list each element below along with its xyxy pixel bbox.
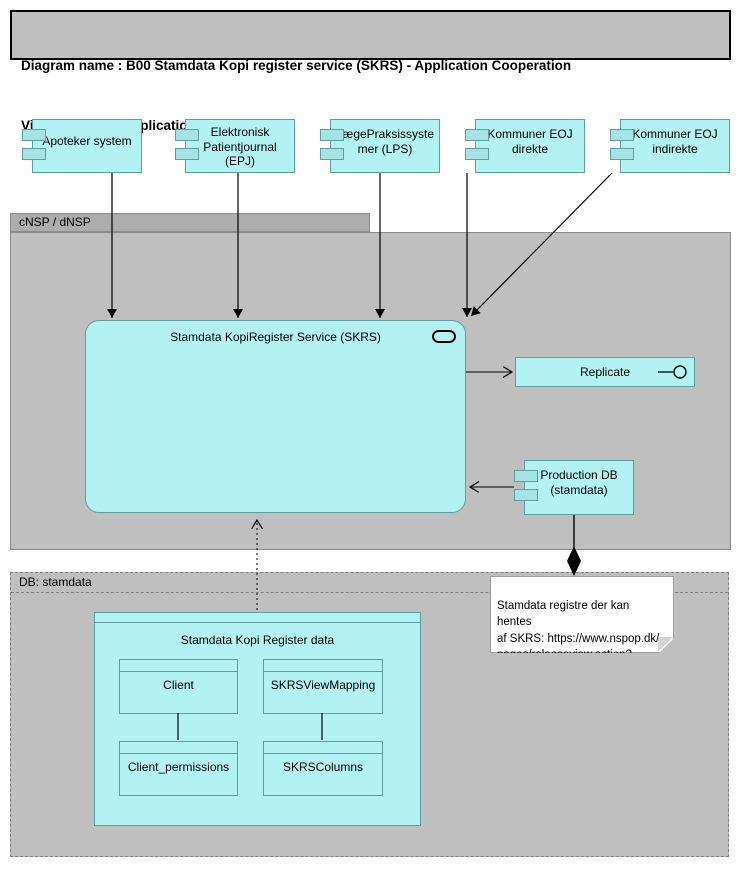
data-object-client[interactable]: Client [119,659,238,714]
component-label: Kommuner EOJ indirekte [632,127,718,156]
component-icon [22,148,46,160]
diagram-name-line: Diagram name : B00 Stamdata Kopi registe… [21,58,572,73]
element-replicate[interactable]: Replicate [515,357,695,387]
component-laegepraksissystemer[interactable]: LægePraksissyste mer (LPS) [320,119,440,173]
group-cnsp-dnsp-label: cNSP / dNSP [19,215,91,229]
diagram-title-box: Diagram name : B00 Stamdata Kopi registe… [10,10,731,133]
component-production-db[interactable]: Production DB (stamdata) [514,460,634,515]
component-icon [22,129,46,141]
data-object-top-bar [120,742,237,754]
note-stamdata-registre[interactable]: Stamdata registre der kan hentes af SKRS… [490,576,674,653]
component-label: LægePraksissyste mer (LPS) [335,127,435,156]
component-icon [514,489,538,501]
service-stamdata-kopiregister-skrs[interactable]: Stamdata KopiRegister Service (SKRS) [85,320,466,513]
data-object-top-bar [120,660,237,672]
data-object-skrsviewmapping[interactable]: SKRSViewMapping [263,659,383,714]
data-object-title: Stamdata Kopi Register data [180,633,335,647]
application-service-icon [432,330,456,343]
component-icon [610,148,634,160]
group-db-stamdata-label: DB: stamdata [11,573,728,593]
component-icon [175,129,199,141]
data-object-skrscolumns[interactable]: SKRSColumns [263,741,383,796]
data-object-top-bar [264,660,382,672]
component-icon [320,129,344,141]
component-icon [175,148,199,160]
component-label: Production DB (stamdata) [540,468,618,497]
component-icon [320,148,344,160]
group-cnsp-dnsp-tab[interactable]: cNSP / dNSP [10,213,370,232]
component-label: Apoteker system [42,134,132,148]
component-elektronisk-patientjournal[interactable]: Elektronisk Patientjournal (EPJ) [175,119,295,173]
data-object-label: SKRSColumns [282,760,364,774]
component-icon [465,129,489,141]
service-label: Stamdata KopiRegister Service (SKRS) [170,330,381,344]
replicate-label: Replicate [579,365,631,379]
component-label: Kommuner EOJ direkte [487,127,573,156]
data-object-top-bar [264,742,382,754]
component-kommuner-eoj-indirekte[interactable]: Kommuner EOJ indirekte [610,119,730,173]
data-object-top-bar [95,613,420,623]
component-icon [514,470,538,482]
data-object-client-permissions[interactable]: Client_permissions [119,741,238,796]
data-object-label: Client_permissions [127,760,230,774]
interface-lollipop-icon [658,365,687,379]
component-label: Elektronisk Patientjournal (EPJ) [203,125,277,168]
data-object-stamdata-kopi-register-data[interactable]: Stamdata Kopi Register data Client SKRSV… [94,612,421,826]
component-kommuner-eoj-direkte[interactable]: Kommuner EOJ direkte [465,119,585,173]
component-apoteker-system[interactable]: Apoteker system [22,119,142,173]
data-object-label: Client [163,678,194,692]
data-object-label: SKRSViewMapping [270,678,376,692]
component-icon [465,148,489,160]
component-icon [610,129,634,141]
